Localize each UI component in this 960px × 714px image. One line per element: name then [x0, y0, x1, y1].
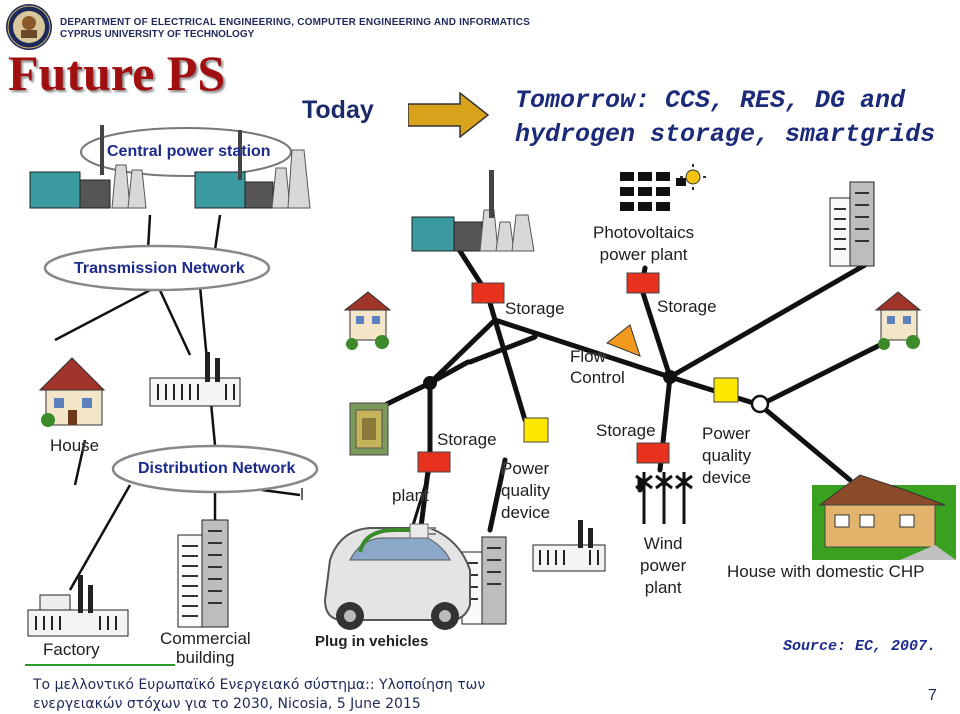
- industrial-building-icon: [150, 352, 240, 406]
- sun-icon: [680, 164, 706, 190]
- power-quality-2-line-1: Power: [702, 423, 751, 445]
- wind-line-3: plant: [640, 577, 686, 599]
- commercial-building-line-2: building: [160, 648, 251, 667]
- power-quality-1-line-3: device: [501, 502, 550, 524]
- storage-box-4: [637, 443, 669, 463]
- storage-label-4: Storage: [596, 421, 656, 441]
- storage-label-3: Storage: [437, 430, 497, 450]
- power-quality-1-line-1: Power: [501, 458, 550, 480]
- power-quality-label-2: Power quality device: [702, 423, 751, 489]
- footer-text: Το μελλοντικό Ευρωπαϊκό Ενεργειακό σύστη…: [33, 676, 485, 714]
- wind-turbines-icon: [636, 472, 692, 524]
- distribution-network-label: Distribution Network: [138, 460, 295, 478]
- plug-in-car-icon: [325, 524, 470, 630]
- factory-icon: [28, 575, 128, 636]
- power-quality-box-2: [714, 378, 738, 402]
- power-quality-1-line-2: quality: [501, 480, 550, 502]
- storage-label-1: Storage: [505, 299, 565, 319]
- junction-node-1: [423, 376, 437, 390]
- factory-label: Factory: [43, 640, 100, 660]
- storage-box-2: [627, 273, 659, 293]
- house-chp-label: House with domestic CHP: [727, 562, 924, 582]
- storage-box-3: [418, 452, 450, 472]
- plant-label: plant: [392, 486, 429, 506]
- photovoltaics-label: Photovoltaics power plant: [593, 222, 694, 266]
- commercial-building-line-1: Commercial: [160, 629, 251, 648]
- plug-in-vehicles-label: Plug in vehicles: [315, 633, 428, 650]
- power-quality-label-1: Power quality device: [501, 458, 550, 524]
- commercial-building-label: Commercial building: [160, 629, 251, 667]
- central-power-station-label: Central power station: [107, 143, 271, 161]
- commercial-building-icon: [178, 520, 228, 627]
- small-house-icon-right: [876, 292, 920, 350]
- office-tower-icon: [830, 182, 874, 266]
- source-note: Source: EC, 2007.: [783, 638, 936, 655]
- small-house-icon-left: [345, 292, 390, 350]
- house-with-chp-icon: [812, 475, 956, 560]
- flow-control-line-2: Control: [570, 367, 625, 388]
- flow-control-label: Flow Control: [570, 346, 625, 388]
- flow-control-line-1: Flow: [570, 346, 625, 367]
- wind-line-1: Wind: [640, 533, 686, 555]
- power-quality-2-line-3: device: [702, 467, 751, 489]
- transmission-network-label: Transmission Network: [74, 260, 245, 278]
- footer-line-2: ενεργειακών στόχων για το 2030, Nicosia,…: [33, 695, 485, 714]
- page-number: 7: [928, 687, 937, 705]
- fuel-cell-plant-icon: [350, 403, 388, 455]
- junction-node-2: [663, 370, 677, 384]
- tomorrow-power-plant-icon: [412, 170, 534, 251]
- photovoltaic-panels-icon: [620, 172, 686, 211]
- wind-line-2: power: [640, 555, 686, 577]
- power-quality-2-line-2: quality: [702, 445, 751, 467]
- power-quality-box-1: [524, 418, 548, 442]
- tomorrow-factory-icon: [533, 520, 605, 571]
- house-label: House: [50, 436, 99, 456]
- wind-power-plant-label: Wind power plant: [640, 533, 686, 599]
- storage-box-1: [472, 283, 504, 303]
- house-icon: [40, 358, 104, 427]
- photovoltaics-line-2: power plant: [593, 244, 694, 266]
- storage-label-2: Storage: [657, 297, 717, 317]
- switch-node: [752, 396, 768, 412]
- photovoltaics-line-1: Photovoltaics: [593, 222, 694, 244]
- footer-line-1: Το μελλοντικό Ευρωπαϊκό Ενεργειακό σύστη…: [33, 676, 485, 695]
